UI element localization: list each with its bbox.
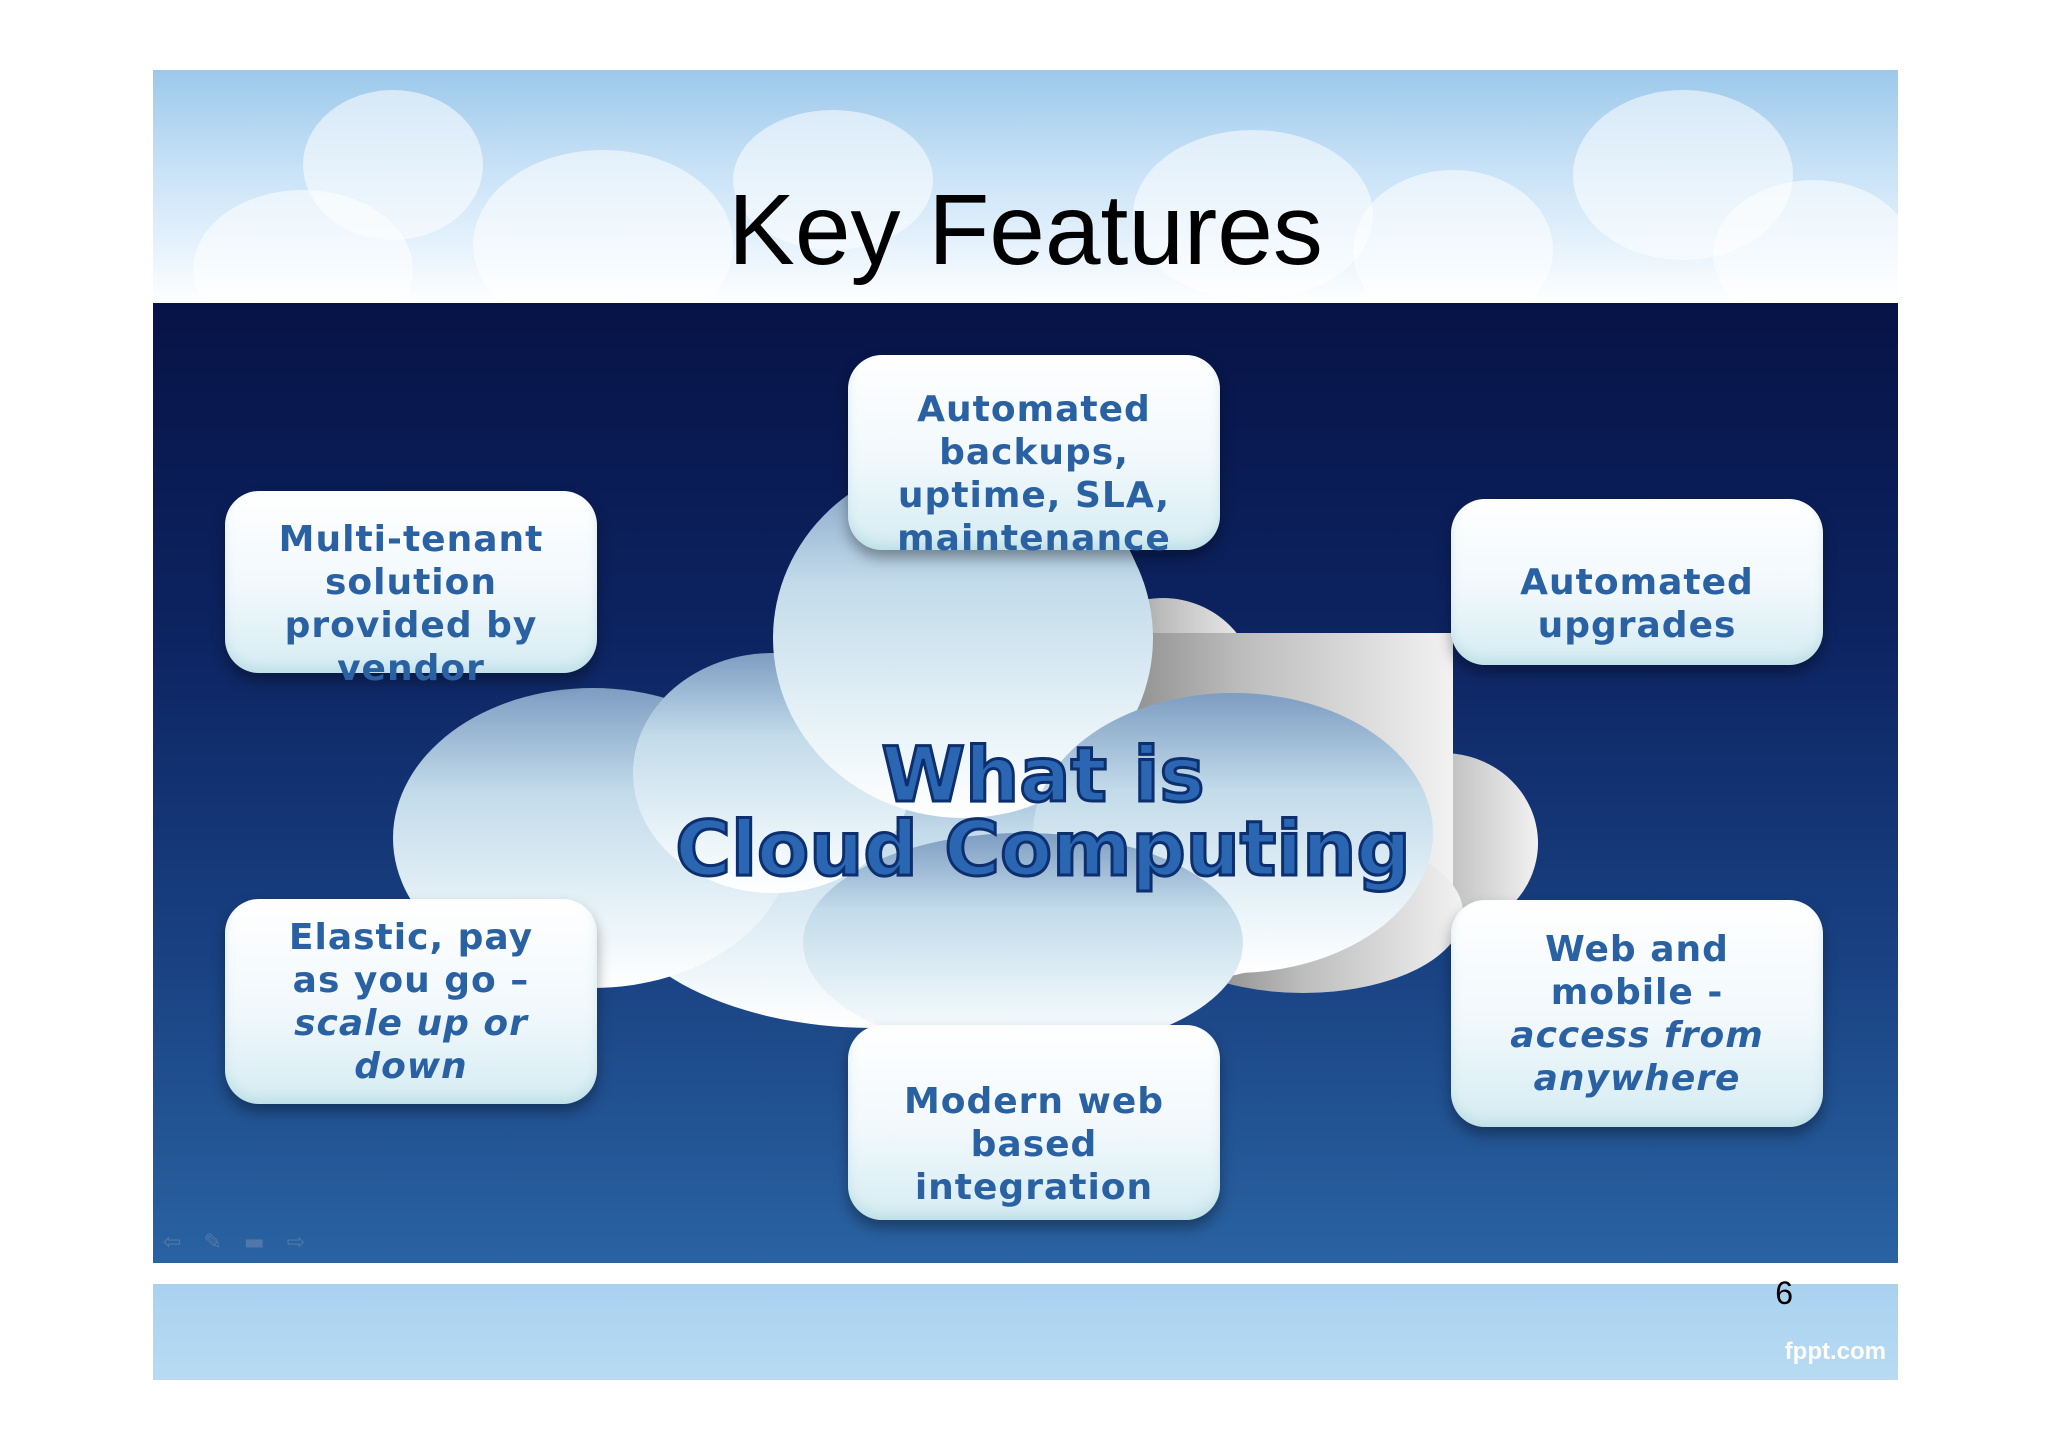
feature-box-multi-tenant: Multi-tenant solution provided by vendor bbox=[225, 491, 597, 689]
feature-text-backups: Automated backups, uptime, SLA, maintena… bbox=[897, 389, 1171, 559]
feature-text-elastic: Elastic, pay as you go – scale up or dow… bbox=[288, 916, 534, 1087]
feature-box-integration: Modern web based integration bbox=[848, 1025, 1220, 1220]
center-heading-line1: What is bbox=[881, 730, 1204, 819]
feature-text-multi-tenant: Multi-tenant solution provided by vendor bbox=[278, 518, 544, 689]
footer-bar bbox=[153, 1284, 1898, 1380]
feature-box-backups: Automated backups, uptime, SLA, maintena… bbox=[848, 355, 1220, 559]
pen-icon[interactable]: ✎ bbox=[203, 1230, 222, 1255]
sky-banner bbox=[153, 70, 1898, 305]
diagram-panel: What is Cloud Computing Automated backup… bbox=[153, 303, 1898, 1263]
feature-box-elastic: Elastic, pay as you go – scale up or dow… bbox=[225, 899, 597, 1104]
center-heading: What is Cloud Computing bbox=[674, 729, 1413, 895]
feature-text-integration: Modern web based integration bbox=[903, 1080, 1165, 1208]
arrow-left-icon[interactable]: ⇦ bbox=[163, 1230, 182, 1255]
feature-text-web-mobile: Web and mobile - access from anywhere bbox=[1510, 928, 1764, 1099]
slide: Key Features bbox=[153, 70, 1898, 1380]
brand-label: fppt.com bbox=[1784, 1338, 1886, 1365]
menu-icon[interactable]: ▬ bbox=[243, 1230, 265, 1255]
center-heading-line2: Cloud Computing bbox=[675, 804, 1411, 893]
feature-box-web-mobile: Web and mobile - access from anywhere bbox=[1451, 900, 1823, 1127]
slide-nav-controls[interactable]: ⇦ ✎ ▬ ⇨ bbox=[163, 1230, 305, 1255]
feature-text-upgrades: Automated upgrades bbox=[1520, 561, 1754, 646]
arrow-right-icon[interactable]: ⇨ bbox=[286, 1230, 306, 1255]
feature-box-upgrades: Automated upgrades bbox=[1451, 499, 1823, 665]
page-number: 6 bbox=[1775, 1275, 1793, 1311]
slide-title: Key Features bbox=[728, 174, 1323, 286]
